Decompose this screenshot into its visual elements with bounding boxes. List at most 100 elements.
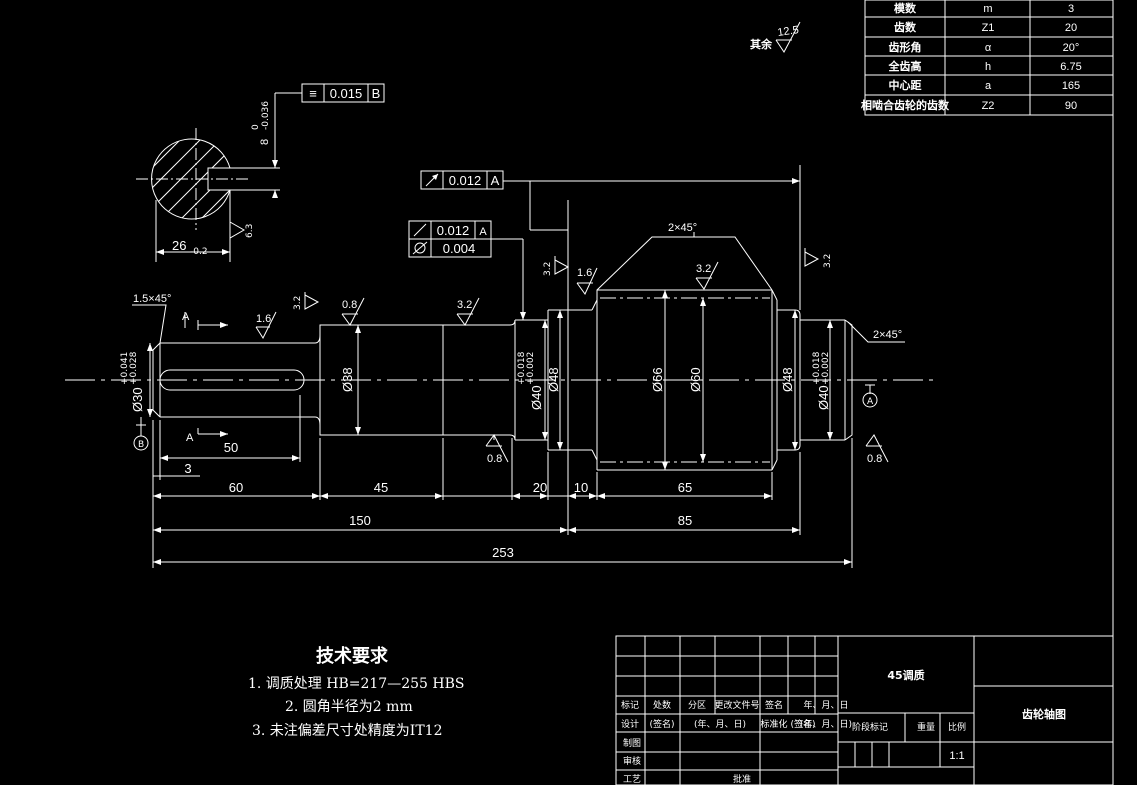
dim-len-60: 60: [229, 480, 243, 495]
datum-a: A: [867, 397, 874, 407]
gear-param-name: 全齿高: [888, 59, 922, 73]
dim-len-253: 253: [492, 545, 514, 560]
tb-process: 工艺: [623, 774, 641, 785]
tb-label: (签名): [790, 718, 815, 730]
gear-param-symbol: a: [985, 80, 992, 92]
dim-d48-left: Ø48: [546, 367, 561, 392]
dim-d48-right: Ø48: [780, 367, 795, 392]
tech-req-item: 2. 圆角半径为2 mm: [285, 699, 413, 715]
dim-d40-right-tol-lower: +0.002: [821, 352, 831, 385]
tb-approve: 批准: [733, 773, 751, 785]
dim-d40-left: Ø40: [529, 385, 544, 410]
ra-d40-right: 0.8: [867, 453, 882, 465]
shaft-main-view: 2×45°: [65, 236, 935, 471]
tb-label: 签名: [765, 699, 783, 711]
rest-label: 其余: [750, 37, 773, 51]
ra-d48-right: 3.2: [823, 254, 833, 268]
chamfer-right: 2×45°: [873, 329, 902, 341]
dim-d38: Ø38: [340, 367, 355, 392]
dim-len-150: 150: [349, 513, 371, 528]
tb-weight: 重量: [917, 721, 935, 733]
ra-d38-right: 3.2: [457, 299, 472, 311]
roughness-symbols: 1.6 3.2 0.8 3.2 0.8 3.2 1.6 3.2 3.2 0.8: [255, 222, 889, 465]
tb-label: 标准化: [760, 718, 787, 730]
tb-label: 标记: [621, 699, 639, 711]
runout-tolerance-top: 0.012 A: [420, 165, 801, 310]
gear-param-name: 模数: [894, 1, 917, 15]
tb-label: 年、月、日: [803, 699, 848, 711]
gear-param-name: 中心距: [889, 78, 922, 92]
tb-drawing-name: 齿轮轴图: [1022, 707, 1066, 721]
gear-param-value: 90: [1065, 100, 1077, 112]
ra-d48-left: 3.2: [543, 262, 553, 276]
tb-ratio: 比例: [948, 721, 966, 733]
dim-d40-right: Ø40: [816, 385, 831, 410]
dim-d60: Ø60: [688, 367, 703, 392]
section-mark-a-top: A: [182, 311, 190, 323]
dim-len-20: 20: [533, 480, 547, 495]
dim-d66: Ø66: [650, 367, 665, 392]
gear-param-value: 20: [1065, 22, 1077, 34]
gear-param-symbol: Z2: [982, 100, 995, 112]
dim-d30-tol-lower: +0.028: [129, 351, 139, 385]
cylindricity-value: 0.004: [443, 241, 476, 256]
tb-scale: 1:1: [949, 750, 964, 762]
ra-gear-top: 3.2: [696, 263, 711, 275]
gear-param-symbol: m: [983, 3, 992, 15]
runout-top-datum: A: [491, 173, 500, 188]
dim-d40-tol-upper: +0.018: [517, 351, 527, 385]
dim-len-85: 85: [678, 513, 692, 528]
dim-len-10: 10: [574, 480, 588, 495]
tb-check: 制图: [623, 737, 641, 749]
dim-d30: Ø30: [130, 387, 145, 412]
runout-mid-datum: A: [479, 226, 487, 238]
runout-tolerance-mid: 0.012 A 0.004: [408, 220, 526, 320]
dim-len-45: 45: [374, 480, 388, 495]
gear-param-value: 6.75: [1060, 61, 1081, 73]
section-outline: [151, 138, 231, 220]
rest-roughness: 其余 12.5: [750, 21, 801, 53]
dim-len-65: 65: [678, 480, 692, 495]
gear-param-value: 165: [1062, 80, 1080, 92]
key-width-value: 8: [259, 139, 271, 145]
tb-review: 审核: [623, 755, 641, 767]
ra-gear-face: 1.6: [577, 267, 592, 279]
tb-stage-mark: 阶段标记: [852, 721, 888, 733]
tb-material: 45调质: [887, 668, 924, 682]
length-dimensions: 50 3 60 45 20 10 65 150 85 253: [152, 200, 853, 568]
title-block: 标记 处数 分区 更改文件号 签名 年、月、日 设计 (签名) (年、月、日) …: [615, 635, 1114, 785]
datum-b: B: [138, 440, 144, 450]
symmetry-tolerance-frame: ≡ 0.015 B: [301, 83, 385, 103]
section-depth-tol: -0.2: [190, 247, 208, 257]
gear-param-name: 齿数: [894, 20, 917, 34]
dim-key-offset: 3: [184, 461, 191, 476]
gear-param-name: 相啮合齿轮的齿数: [861, 98, 950, 112]
tb-label: 分区: [688, 700, 706, 711]
dim-key-length: 50: [224, 440, 238, 455]
runout-mid-value: 0.012: [437, 223, 470, 238]
chamfer-left: 1.5×45°: [133, 293, 171, 305]
tb-label: (年、月、日): [800, 718, 852, 730]
gear-param-name: 齿形角: [889, 40, 922, 54]
gear-param-symbol: Z1: [982, 22, 995, 34]
dim-d30-tol-upper: +0.041: [120, 352, 130, 385]
dim-d40-tol-lower: +0.002: [526, 352, 536, 385]
gear-parameter-table: 模数 m 3 齿数 Z1 20 齿形角 α 20° 全齿高 h 6.75 中心距…: [861, 0, 1114, 116]
tb-label: 更改文件号: [714, 699, 759, 711]
gear-param-value: 20°: [1063, 42, 1080, 54]
tb-label: (年、月、日): [694, 718, 746, 730]
tech-req-item: 1. 调质处理 HB=217—255 HBS: [248, 676, 464, 692]
ra-shoulder-left: 3.2: [293, 296, 303, 310]
gear-param-symbol: h: [985, 61, 991, 73]
section-ra-value: 6.3: [245, 224, 255, 238]
key-section-view: 8 0 -0.036 26 -0.2 6.3: [136, 92, 302, 262]
tech-req-item: 3. 未注偏差尺寸处精度为IT12: [252, 723, 443, 739]
keyway: [159, 369, 305, 391]
key-width-tol-upper: 0: [251, 124, 261, 130]
diameter-dimensions: Ø30 +0.041 +0.028 Ø38 Ø40 +0.018 +0.002 …: [120, 290, 833, 470]
gear-param-value: 3: [1068, 3, 1074, 15]
section-depth-value: 26: [172, 238, 186, 253]
tech-req-title: 技术要求: [316, 645, 389, 667]
